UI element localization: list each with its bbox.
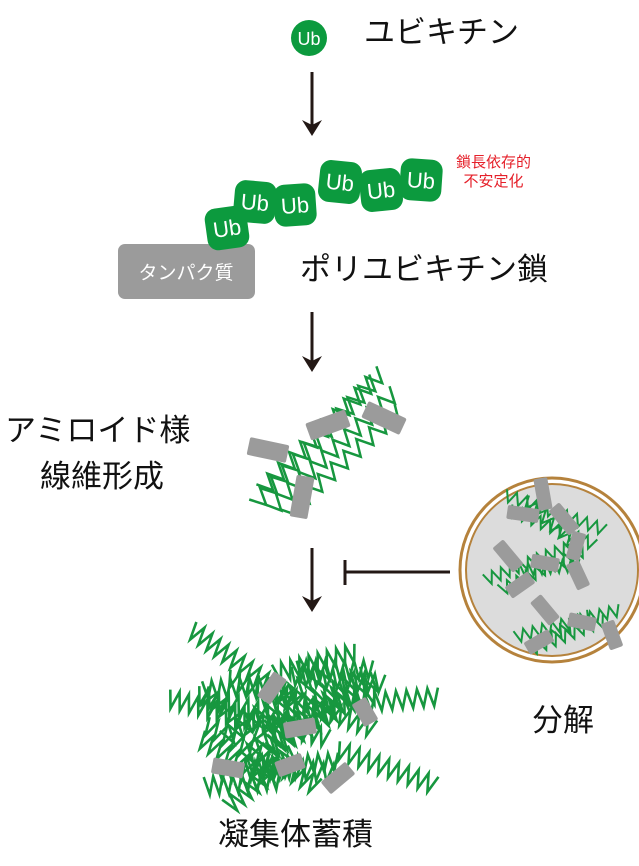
fibril-strand bbox=[337, 740, 440, 797]
ub-blob: Ub bbox=[359, 168, 403, 212]
fibril-strand bbox=[227, 668, 297, 713]
fibril-strand bbox=[197, 730, 273, 790]
fibril-strand bbox=[261, 672, 379, 760]
ub-blob: Ub bbox=[318, 160, 362, 204]
arrow-down-2 bbox=[302, 312, 322, 372]
arrow-down-3 bbox=[302, 548, 322, 612]
fibril-strand bbox=[169, 687, 274, 738]
svg-text:Ub: Ub bbox=[406, 167, 436, 194]
protein-bar bbox=[246, 437, 290, 463]
protein-bar bbox=[505, 572, 535, 598]
svg-text:Ub: Ub bbox=[297, 29, 320, 49]
fibrils bbox=[169, 365, 623, 815]
fibril-strand bbox=[202, 716, 323, 797]
note-line-1: 鎖長依存的 bbox=[456, 153, 532, 171]
protein-bar bbox=[361, 401, 407, 435]
protein-bar bbox=[566, 560, 590, 590]
inhibition-line bbox=[343, 560, 450, 585]
amyloid-label-line2: 線維形成 bbox=[40, 459, 164, 495]
fibril-strand bbox=[248, 374, 378, 507]
polyubiquitin-chain-label: ポリユビキチン鎖 bbox=[300, 252, 548, 288]
svg-text:タンパク質: タンパク質 bbox=[138, 262, 233, 284]
protein-bar bbox=[257, 671, 287, 705]
protein-bar bbox=[283, 717, 317, 739]
ubiquitin-label: ユビキチン bbox=[364, 15, 519, 51]
protein-bar bbox=[567, 612, 597, 632]
protein-bar bbox=[493, 540, 523, 572]
svg-text:Ub: Ub bbox=[366, 177, 397, 205]
protein-bar bbox=[533, 477, 553, 511]
protein-bar bbox=[524, 629, 554, 655]
ub-blob: Ub bbox=[233, 180, 277, 224]
ub-blob: Ub bbox=[399, 158, 443, 202]
ubiquitin-icon: Ub bbox=[291, 20, 327, 56]
fibril-strand bbox=[512, 604, 620, 645]
protein-bar bbox=[274, 753, 306, 777]
amyloid-label-line1: アミロイド様 bbox=[5, 413, 191, 449]
degradation-label: 分解 bbox=[532, 703, 594, 739]
protein-bar bbox=[321, 762, 355, 794]
ub-blob: Ub bbox=[273, 183, 317, 227]
svg-text:Ub: Ub bbox=[280, 192, 310, 219]
protein-bar bbox=[289, 475, 315, 519]
note-line-2: 不安定化 bbox=[463, 172, 524, 190]
fibril-strand bbox=[270, 641, 356, 686]
protein-bar bbox=[530, 594, 560, 626]
protein-bar bbox=[530, 553, 560, 573]
aggregate-label: 凝集体蓄積 bbox=[218, 817, 373, 853]
chain-length-note: 鎖長依存的 不安定化 bbox=[456, 153, 531, 191]
protein-bar bbox=[601, 620, 623, 650]
svg-text:Ub: Ub bbox=[325, 169, 356, 197]
fibril-strand bbox=[198, 684, 309, 736]
arrow-down-1 bbox=[302, 72, 322, 136]
svg-text:Ub: Ub bbox=[240, 189, 270, 216]
protein-bar bbox=[352, 697, 378, 727]
protein-bar bbox=[566, 531, 586, 561]
protein-box: タンパク質 bbox=[118, 244, 255, 299]
fibril-strand bbox=[255, 365, 385, 493]
protein-bar bbox=[211, 757, 245, 779]
protein-bar bbox=[506, 505, 540, 523]
fibril-strand bbox=[482, 539, 574, 587]
protein-bar bbox=[305, 409, 351, 441]
protein-bar bbox=[549, 503, 579, 535]
